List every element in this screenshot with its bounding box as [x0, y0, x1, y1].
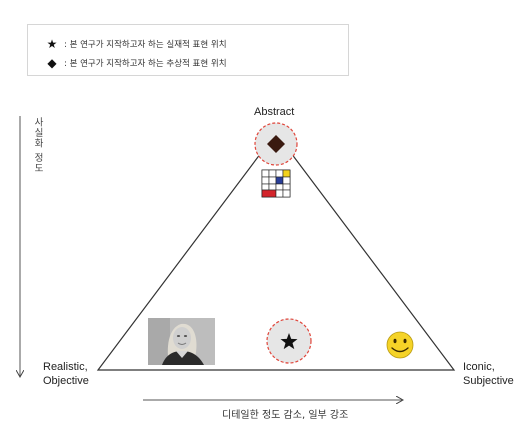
star-icon: ★ — [46, 37, 58, 51]
vertex-label-realistic: Realistic, Objective — [43, 360, 89, 388]
vertical-axis-label: 사실화 정도 — [32, 117, 43, 174]
horizontal-axis-label: 디테일한 정도 감소, 일부 강조 — [222, 410, 349, 421]
vertex-label-realistic-line2: Objective — [43, 375, 89, 387]
triangle-outline — [96, 132, 456, 371]
mondrian-grid-icon — [261, 169, 291, 198]
legend-text-star: : 본 연구가 지작하고자 하는 실재적 표현 위치 — [64, 40, 227, 50]
star-icon — [280, 333, 298, 350]
legend-item-star: ★ : 본 연구가 지작하고자 하는 실재적 표현 위치 — [46, 38, 227, 50]
vertex-label-abstract: Abstract — [254, 106, 295, 118]
legend-item-diamond: ◆ : 본 연구가 지작하고자 하는 추상적 표현 위치 — [46, 56, 227, 70]
legend-box: ★ : 본 연구가 지작하고자 하는 실재적 표현 위치 ◆ : 본 연구가 지… — [27, 24, 349, 76]
smiley-face-icon — [386, 331, 414, 359]
diamond-icon — [267, 135, 285, 153]
legend-text-diamond: : 본 연구가 지작하고자 하는 추상적 표현 위치 — [64, 59, 227, 69]
vertex-label-realistic-line1: Realistic, — [43, 361, 88, 373]
vertex-label-iconic: Iconic, Subjective — [463, 360, 514, 388]
vertex-label-iconic-line2: Subjective — [463, 375, 514, 387]
portrait-photo — [148, 318, 215, 365]
vertex-label-iconic-line1: Iconic, — [463, 361, 495, 373]
diamond-icon: ◆ — [47, 56, 57, 70]
